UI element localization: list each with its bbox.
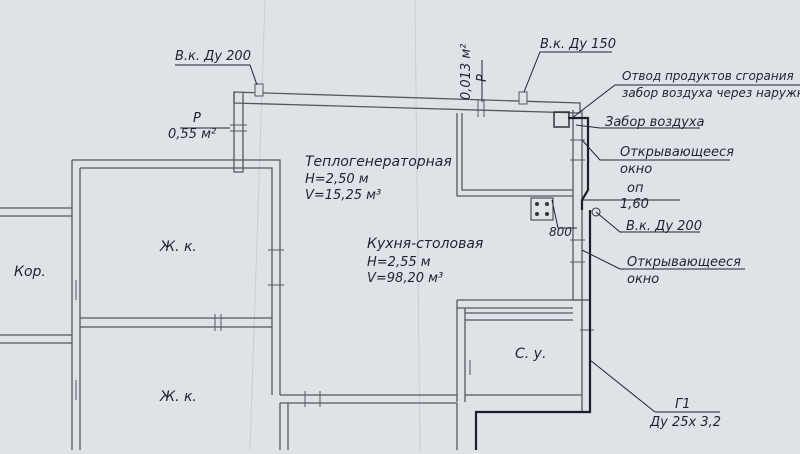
label-window2-1: Открывающееся [627, 255, 741, 270]
wall-bottom-left [279, 403, 289, 450]
label-vent-right: В.к. Ду 200 [626, 219, 702, 234]
room-bathroom: С. у. [515, 346, 547, 362]
room-boiler-name: Теплогенераторная [305, 154, 452, 170]
wall-right-lower [581, 300, 591, 413]
label-window1-1: Открывающееся [620, 145, 734, 160]
room-living-2: Ж. к. [160, 389, 197, 405]
room-kitchen-height: H=2,55 м [367, 255, 431, 270]
wall-corridor-bottom [0, 334, 72, 344]
stove-icon [530, 197, 554, 221]
paper-fold-right [414, 0, 421, 451]
vent-top-icon [518, 91, 528, 105]
room-boiler-height: H=2,50 м [305, 172, 369, 187]
label-dim-800: 800 [549, 225, 572, 239]
paper-fold-left [249, 0, 266, 451]
walls [0, 91, 591, 450]
vent-left-icon [254, 83, 264, 97]
label-gas-2: Ду 25х 3,2 [650, 415, 722, 430]
wall-corridor-top [0, 207, 72, 217]
label-p-top-area: 0,013 м² [459, 43, 474, 100]
label-p-left-area: 0,55 м² [168, 127, 217, 142]
label-vent-top: В.к. Ду 150 [540, 37, 616, 52]
label-gas-1: Г1 [675, 397, 691, 412]
stove-burners-icon [535, 202, 549, 216]
label-air-intake: Забор воздуха [605, 115, 705, 130]
openings [75, 99, 594, 407]
room-kitchen-volume: V=98,20 м³ [367, 271, 444, 286]
wall-kitchen-bottom [457, 299, 582, 309]
room-kitchen-name: Кухня-столовая [367, 236, 484, 252]
wall-bottom-mid [280, 394, 457, 404]
label-vent-left: В.к. Ду 200 [175, 49, 251, 64]
wall-boiler-left-inner [461, 113, 573, 191]
wall-boiler-left [456, 113, 573, 197]
label-window1-2: окно [620, 162, 653, 177]
label-exhaust-1: Отвод продуктов сгорания [622, 69, 794, 83]
wall-left-room-top [72, 159, 281, 395]
label-op-value: 1,60 [620, 197, 649, 212]
wall-left-upper [233, 92, 244, 173]
wall-left-block [71, 160, 81, 450]
label-p-top: P [475, 74, 490, 82]
wall-between-living [80, 317, 272, 328]
label-window2-2: окно [627, 272, 660, 287]
label-exhaust-2: забор воздуха через наружн [622, 86, 800, 100]
boiler-icon [553, 111, 570, 128]
gas-pipe [474, 116, 592, 450]
room-boiler-volume: V=15,25 м³ [305, 188, 382, 203]
room-corridor: Кор. [14, 264, 46, 280]
room-living-1: Ж. к. [160, 239, 197, 255]
wall-right-upper [572, 110, 583, 301]
label-p-left: P [193, 111, 201, 126]
wall-top [233, 91, 581, 114]
wall-bath-top [465, 312, 573, 321]
leader-lines [175, 51, 800, 413]
wall-bath-left [456, 300, 466, 402]
vent-right-icon [591, 207, 601, 217]
label-op: оп [627, 181, 644, 196]
